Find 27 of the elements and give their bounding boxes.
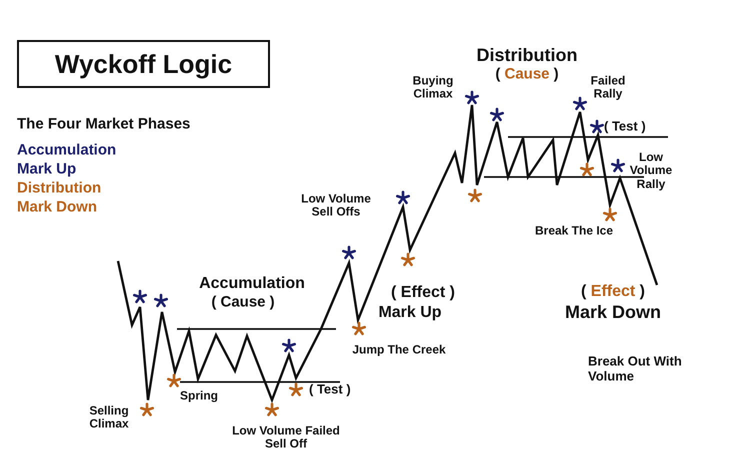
legend-item: Mark Up [17, 162, 76, 178]
annotation: Jump The Creek [352, 343, 446, 357]
section-subheading: ( Effect ) [391, 284, 455, 302]
section-heading: Distribution [476, 44, 578, 66]
annotation: Break Out With Volume [588, 354, 683, 384]
annotation: Low Volume Sell Offs [300, 192, 372, 220]
annotation: Buying Climax [412, 74, 454, 102]
section-heading: Mark Up [378, 304, 442, 322]
legend-item: Distribution [17, 180, 102, 198]
section-subheading: ( Effect ) [581, 283, 645, 301]
legend-item: Mark Down [17, 200, 98, 216]
annotation: Low Volume Failed Sell Off [231, 424, 341, 452]
legend-heading: The Four Market Phases [17, 116, 190, 134]
annotation: ( Test ) [604, 120, 646, 134]
annotation: Spring [180, 389, 218, 403]
annotation: ( Test ) [309, 382, 351, 398]
title-box [17, 40, 270, 88]
section-heading: Accumulation [199, 275, 305, 293]
section-subheading: ( Cause ) [495, 66, 559, 84]
title-text: Wyckoff Logic [54, 48, 232, 80]
annotation: Low Volume Rally [628, 150, 674, 192]
annotation: Break The Ice [534, 224, 614, 238]
annotation: Failed Rally [590, 74, 626, 102]
annotation: Selling Climax [88, 404, 130, 432]
section-subheading: ( Cause ) [211, 294, 275, 312]
section-heading: Mark Down [565, 302, 661, 322]
legend-item: Accumulation [17, 142, 116, 160]
